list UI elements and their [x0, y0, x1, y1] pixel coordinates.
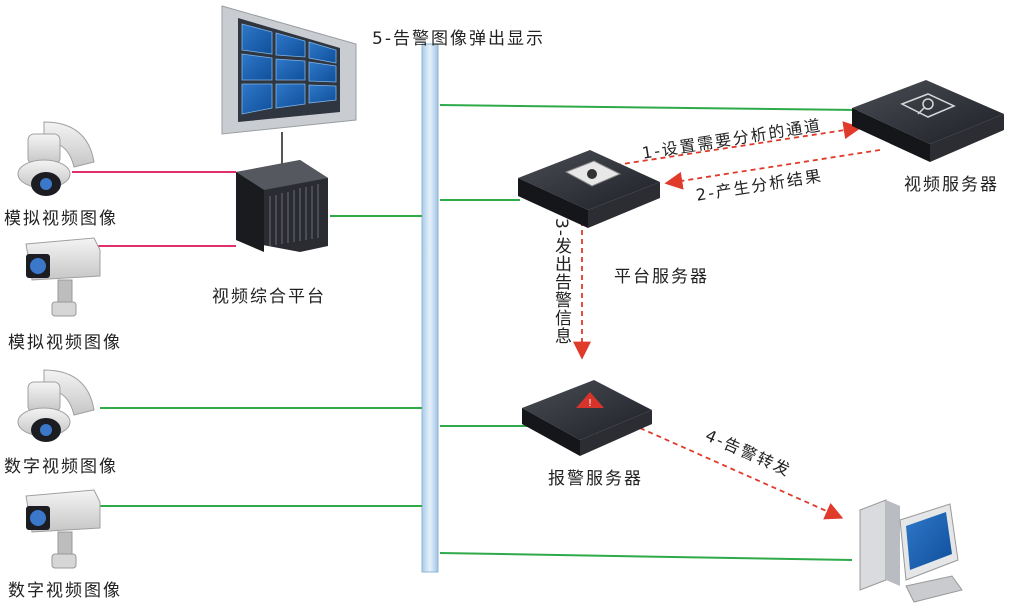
platform-server-label: 平台服务器: [614, 267, 709, 287]
svg-text:!: !: [588, 398, 592, 409]
dome-camera-icon-1: [17, 121, 95, 196]
video-server-label: 视频服务器: [904, 175, 999, 195]
flow-arrows: [573, 121, 881, 520]
platform-server-icon: [518, 150, 660, 228]
monitor-wall-icon: [221, 5, 357, 135]
video-platform-icon: [236, 160, 328, 252]
analog-camera-label-2: 模拟视频图像: [8, 333, 122, 353]
video-platform-label: 视频综合平台: [212, 287, 326, 307]
network-lines: [100, 104, 859, 561]
alarm-server-label: 报警服务器: [548, 469, 643, 489]
network-bus: [421, 43, 439, 573]
bullet-camera-icon-1: [25, 237, 101, 317]
client-pc-icon: [859, 499, 963, 603]
popup-label: 5-告警图像弹出显示: [372, 29, 545, 49]
bullet-camera-icon-2: [25, 489, 101, 569]
alarm-server-icon: !: [522, 380, 652, 456]
analog-camera-label-1: 模拟视频图像: [4, 209, 118, 229]
dome-camera-icon-2: [17, 369, 95, 442]
analog-lines: [72, 171, 236, 247]
step3-label: 3-发出告警信息: [551, 218, 571, 345]
digital-camera-label-2: 数字视频图像: [8, 581, 122, 601]
video-server-icon: [852, 80, 1004, 162]
digital-camera-label-1: 数字视频图像: [4, 457, 118, 477]
